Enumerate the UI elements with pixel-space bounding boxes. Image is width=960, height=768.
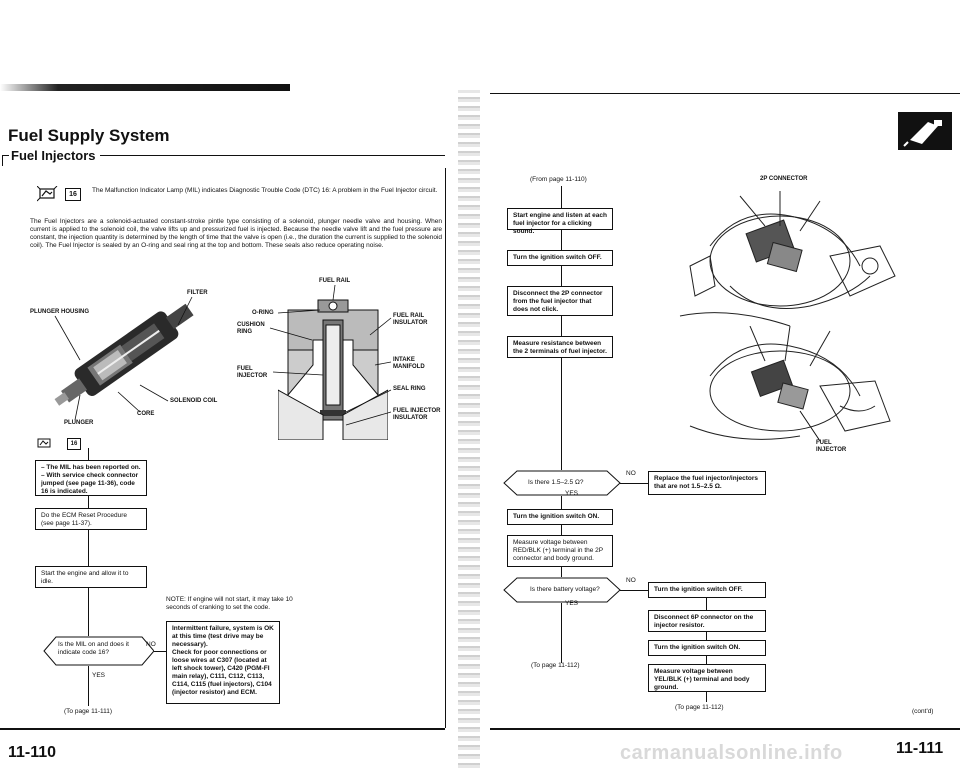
subsection-bracket	[2, 155, 9, 166]
label-core: CORE	[137, 411, 155, 417]
flow-connector	[706, 632, 707, 640]
section-title: Fuel Supply System	[8, 126, 170, 145]
flow-connector	[88, 530, 89, 566]
label-fuel-rail: FUEL RAIL	[319, 278, 351, 284]
rflow-box-listen-click: Start engine and listen at each fuel inj…	[507, 208, 613, 235]
flow-box-ecm-reset: Do the ECM Reset Procedure (see page 11-…	[35, 508, 147, 530]
label-plunger: PLUNGER	[64, 420, 94, 426]
bottom-rule-left	[0, 728, 445, 730]
diagram2-leader-lines	[269, 284, 392, 426]
from-page-11-110: (From page 11-110)	[530, 176, 587, 183]
flow-connector	[88, 496, 89, 508]
label-fuel-injector-right: FUEL INJECTOR	[816, 440, 847, 453]
to-page-11-111: (To page 11-111)	[64, 708, 113, 715]
watermark: carmanualsonline.info	[620, 742, 843, 764]
mil-icon-small	[36, 437, 54, 455]
decision1-text: Is there 1.5–2.5 Ω?	[528, 479, 584, 486]
rflow-box-ignition-off: Turn the ignition switch OFF.	[507, 250, 613, 266]
label-seal-ring: SEAL RING	[393, 386, 426, 392]
rflow-box-ignition-on: Turn the ignition switch ON.	[507, 509, 613, 525]
note-cranking: NOTE: If engine will not start, it may t…	[166, 596, 293, 611]
flow-connector	[88, 588, 89, 636]
flow-connector	[561, 186, 562, 208]
to-page-11-112-right: (To page 11-112)	[675, 704, 724, 711]
flow-connector	[706, 656, 707, 664]
flow-connector	[561, 266, 562, 286]
bottom-rule-right	[490, 728, 960, 730]
label-plunger-housing: PLUNGER HOUSING	[30, 309, 90, 315]
rflow-box-measure-yelblk: Measure voltage between YEL/BLK (+) term…	[648, 664, 766, 692]
flow-box-mil-reported: – The MIL has been reported on. – With s…	[35, 460, 147, 496]
mil-icon	[36, 185, 59, 207]
fuel-rail-section-diagram	[277, 290, 389, 445]
label-fuel-rail-insulator: FUEL RAIL INSULATOR	[393, 313, 428, 326]
rflow-box-measure-voltage: Measure voltage between RED/BLK (+) term…	[507, 535, 613, 567]
flow-connector	[561, 567, 562, 577]
yes2-label: YES	[565, 600, 579, 607]
flow-connector	[620, 590, 648, 591]
dtc-16-icon: 16	[65, 188, 81, 201]
label-cushion-ring: CUSHION RING	[237, 322, 265, 335]
decision2-text: Is there battery voltage?	[530, 586, 600, 593]
dtc-description: The Malfunction Indicator Lamp (MIL) ind…	[92, 187, 438, 194]
flow-connector	[561, 525, 562, 535]
flow-box-intermittent: Intermittent failure, system is OK at th…	[166, 621, 280, 704]
label-2p-connector: 2P CONNECTOR	[760, 176, 808, 182]
yes-label: YES	[92, 672, 106, 679]
to-page-11-112-left: (To page 11-112)	[531, 662, 580, 669]
left-page-border	[445, 168, 446, 728]
rflow-box-on-2: Turn the ignition switch ON.	[648, 640, 766, 656]
label-fuel-injector: FUEL INJECTOR	[237, 366, 268, 379]
flow-connector	[561, 316, 562, 336]
rflow-box-measure-resistance: Measure resistance between the 2 termina…	[507, 336, 613, 358]
page-spine	[458, 90, 480, 768]
label-fuel-injector-insulator: FUEL INJECTOR INSULATOR	[393, 408, 441, 421]
no1-label: NO	[626, 470, 636, 477]
rflow-box-disconnect-2p: Disconnect the 2P connector from the fue…	[507, 286, 613, 316]
label-o-ring: O-RING	[252, 310, 274, 316]
fuel-system-tab-icon	[898, 112, 952, 150]
label-solenoid-coil: SOLENOID COIL	[170, 398, 218, 404]
yes1-label: YES	[565, 490, 579, 497]
page-number-left: 11-110	[8, 744, 57, 761]
flow-connector	[561, 358, 562, 470]
injector-cutaway-diagram	[30, 280, 230, 425]
rflow-box-disconnect-6p: Disconnect 6P connector on the injector …	[648, 610, 766, 632]
no2-label: NO	[626, 577, 636, 584]
page-number-right: 11-111	[896, 740, 944, 757]
diagram1-leader-lines	[54, 296, 193, 421]
connector-illustration-bottom	[670, 325, 910, 461]
flow-connector	[88, 666, 89, 706]
subsection-rule	[100, 155, 445, 156]
intro-paragraph: The Fuel Injectors are a solenoid-actuat…	[30, 218, 442, 249]
label-intake-manifold: INTAKE MANIFOLD	[393, 357, 425, 370]
flow-connector	[706, 598, 707, 610]
subsection-title: Fuel Injectors	[11, 148, 96, 163]
rflow-box-off-2: Turn the ignition switch OFF.	[648, 582, 766, 598]
flow-connector	[561, 603, 562, 663]
top-rule	[0, 84, 290, 91]
flow-box-start-engine: Start the engine and allow it to idle.	[35, 566, 147, 588]
connector-illustration-top	[670, 186, 910, 341]
decision-text: Is the MIL on and does it indicate code …	[58, 641, 129, 656]
flow-connector	[561, 230, 562, 250]
flow-connector	[88, 448, 89, 460]
no-label: NO	[146, 641, 156, 648]
label-filter: FILTER	[187, 290, 208, 296]
dtc-16-icon-small: 16	[67, 438, 81, 450]
flow-connector	[620, 483, 648, 484]
rflow-box-replace-injector: Replace the fuel injector/injectors that…	[648, 471, 766, 495]
top-rule-right	[490, 93, 960, 94]
flow-connector	[154, 651, 166, 652]
contd-label: (cont'd)	[912, 708, 934, 715]
flow-connector	[706, 692, 707, 702]
